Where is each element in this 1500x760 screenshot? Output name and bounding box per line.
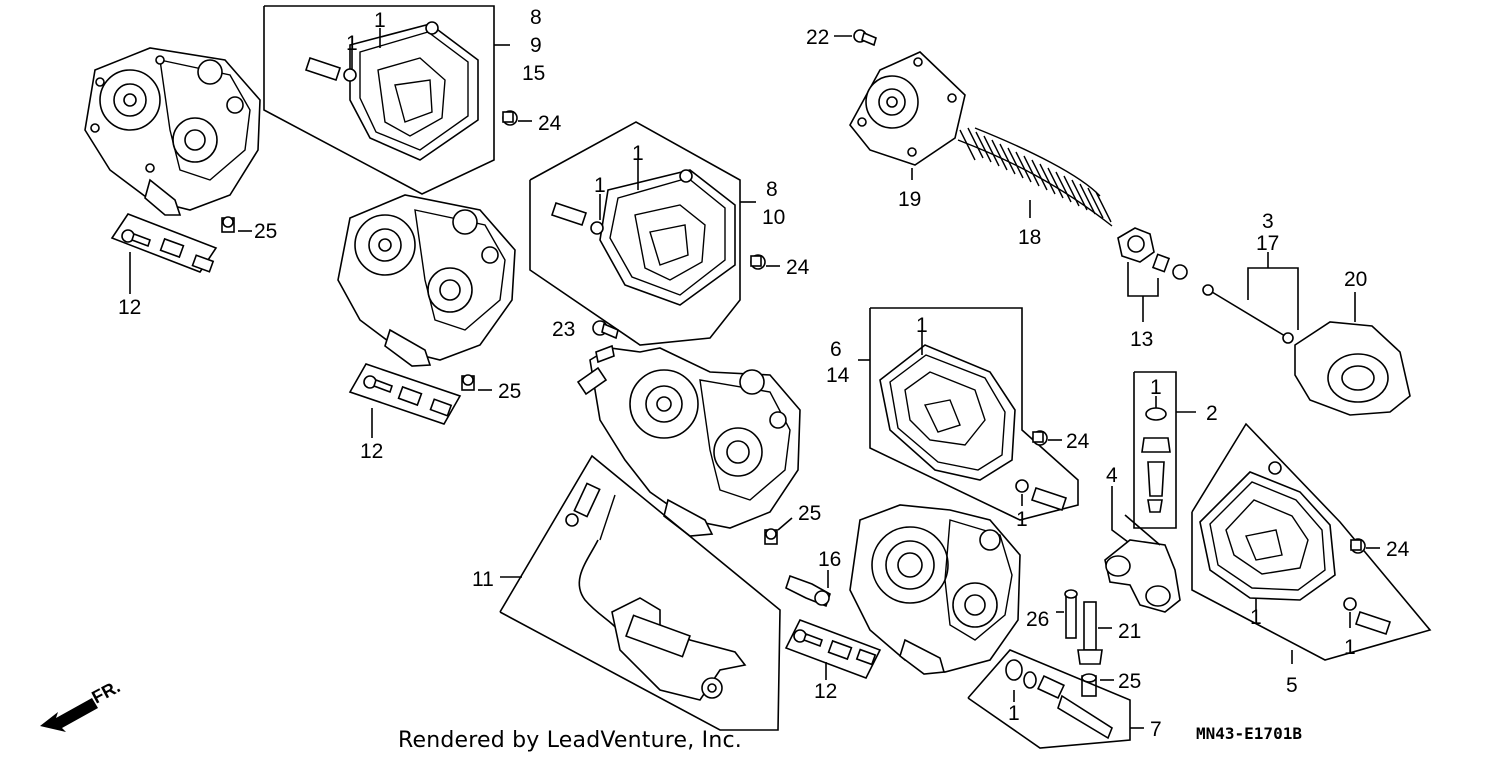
callout-24: 24	[786, 256, 810, 279]
screw-25c	[764, 528, 778, 545]
piston-13	[1117, 227, 1188, 280]
callout-13: 13	[1130, 328, 1153, 351]
callout-3: 3	[1262, 210, 1274, 233]
callout-25: 25	[1118, 670, 1141, 693]
kit-outline-12a	[110, 213, 218, 273]
callout-1: 1	[594, 174, 606, 197]
float-valve-set-2	[1141, 407, 1171, 513]
carburetor-body-2	[337, 194, 516, 367]
footer-credit: Rendered by LeadVenture, Inc.	[398, 728, 742, 753]
callout-24: 24	[1386, 538, 1410, 561]
screw-small-right	[1015, 479, 1068, 512]
carburetor-gasket-set-top	[349, 21, 479, 161]
callout-16: 16	[818, 548, 841, 571]
callout-1: 1	[1008, 702, 1020, 725]
screw-22	[853, 29, 877, 47]
plug-21	[1077, 601, 1103, 665]
callout-8: 8	[530, 6, 542, 29]
callout-6: 6	[830, 338, 842, 361]
callout-1: 1	[1150, 376, 1162, 399]
fitting-16	[785, 574, 831, 608]
kit-outline-12c	[784, 618, 882, 680]
callout-23: 23	[552, 318, 575, 341]
screw-small-lower-right	[1343, 597, 1392, 636]
screw-25b	[461, 374, 475, 391]
screw-24-center	[750, 254, 766, 270]
callout-18: 18	[1018, 226, 1041, 249]
callout-20: 20	[1344, 268, 1367, 291]
carburetor-body-3	[576, 344, 801, 537]
callout-12: 12	[360, 440, 383, 463]
callout-1: 1	[374, 9, 386, 32]
callout-7: 7	[1150, 718, 1162, 741]
kit-outline-12b	[348, 363, 462, 425]
callout-17: 17	[1256, 232, 1279, 255]
callout-25: 25	[254, 220, 277, 243]
callout-4: 4	[1106, 464, 1118, 487]
callout-19: 19	[898, 188, 921, 211]
carburetor-body-4	[849, 504, 1021, 675]
screw-kit-12c	[793, 629, 877, 666]
callout-1: 1	[346, 32, 358, 55]
callout-11: 11	[472, 568, 494, 591]
callout-14: 14	[826, 364, 850, 387]
carburetor-body-1	[84, 47, 261, 216]
callout-24: 24	[538, 112, 562, 135]
callout-22: 22	[806, 26, 829, 49]
callout-25: 25	[798, 502, 821, 525]
kit-outline-2	[1133, 371, 1177, 529]
callout-1: 1	[1016, 508, 1028, 531]
kit-outline-7	[967, 649, 1131, 749]
callout-1: 1	[1344, 636, 1356, 659]
carburetor-gasket-set-right	[879, 344, 1016, 481]
bracket-3-17	[1247, 267, 1299, 330]
pilot-screw-set-7	[1005, 659, 1113, 740]
screw-kit-12a	[121, 229, 215, 273]
callout-1: 1	[916, 314, 928, 337]
diagram-code: MN43-E1701B	[1196, 724, 1302, 743]
leader-4	[1111, 486, 1129, 543]
kit-outline-6-14	[869, 307, 1079, 521]
screw-small-top	[304, 56, 357, 82]
callout-1: 1	[1250, 606, 1262, 629]
top-cover-19	[849, 51, 966, 166]
callout-12: 12	[118, 296, 141, 319]
screw-24-lower-right	[1350, 538, 1366, 554]
float-4	[1104, 514, 1181, 613]
callout-21: 21	[1118, 620, 1141, 643]
jet-needle-3-17	[1202, 284, 1294, 344]
front-direction-arrow: FR.	[40, 676, 123, 732]
kit-outline-11	[499, 454, 781, 731]
screw-25a	[221, 216, 235, 233]
diaphragm-20	[1294, 321, 1411, 416]
callout-1: 1	[632, 142, 644, 165]
callout-12: 12	[814, 680, 837, 703]
callout-26: 26	[1026, 608, 1049, 631]
pin-26	[1064, 589, 1078, 639]
kit-outline-5	[1191, 422, 1432, 661]
callout-10: 10	[762, 206, 785, 229]
screw-23	[592, 320, 619, 340]
callout-8: 8	[766, 178, 778, 201]
screw-24-right	[1032, 430, 1048, 446]
carburetor-gasket-set-center	[599, 169, 736, 306]
callout-5: 5	[1286, 674, 1298, 697]
spring-18	[957, 127, 1113, 227]
callout-25: 25	[498, 380, 521, 403]
kit-outline-8-10	[529, 121, 741, 346]
screw-small-center	[550, 201, 604, 235]
kit-outline-8-9-15	[263, 5, 495, 195]
throttle-stop-assembly	[565, 482, 747, 701]
callout-2: 2	[1206, 402, 1218, 425]
callout-24: 24	[1066, 430, 1090, 453]
screw-24-top	[502, 110, 518, 126]
callout-15: 15	[522, 62, 545, 85]
screw-kit-12b	[363, 375, 453, 417]
carburetor-gasket-set-lower-right	[1199, 461, 1336, 601]
callout-9: 9	[530, 34, 542, 57]
